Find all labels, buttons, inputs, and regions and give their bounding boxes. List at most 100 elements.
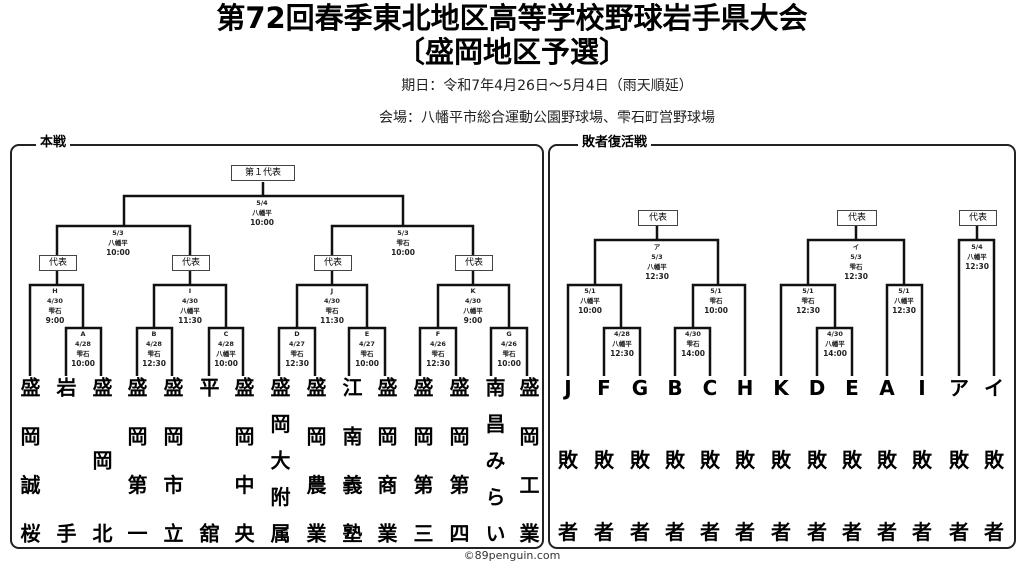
loser-slot: J 敗者 xyxy=(553,377,583,543)
loser-suffix-char: 敗 xyxy=(630,448,650,472)
loser-match-letter: I xyxy=(918,376,926,400)
bracket-line xyxy=(815,326,854,376)
match-date: 5/1 xyxy=(584,287,596,295)
match-venue: 雫石 xyxy=(48,307,62,315)
representative-box: 代表 xyxy=(638,210,678,226)
match-venue: 雫石 xyxy=(801,297,815,305)
match-letter: E xyxy=(364,330,370,338)
loser-suffix-char: 敗 xyxy=(807,448,827,472)
match-venue: 雫石 xyxy=(290,350,304,358)
match-venue: 雫石 xyxy=(431,350,445,358)
match-venue: 雫石 xyxy=(325,307,339,315)
match-letter: A xyxy=(80,330,86,338)
loser-suffix-char: 者 xyxy=(842,520,862,544)
copyright-footer: ©89penguin.com xyxy=(463,549,561,562)
match-time: 14:00 xyxy=(823,349,847,358)
match-date: 4/26 xyxy=(430,340,446,348)
representative-box: 代表 xyxy=(837,210,877,226)
match-date: 4/26 xyxy=(501,340,517,348)
match-date: 4/28 xyxy=(218,340,234,348)
match-venue: 八幡平 xyxy=(463,307,483,315)
loser-match-letter: J xyxy=(564,376,572,400)
loser-match-letter: G xyxy=(631,376,649,400)
tournament-dates: 期日：令和7年4月26日～5月4日（雨天順延） xyxy=(401,78,693,94)
match-date: 4/30 xyxy=(182,297,198,305)
match-date: 5/1 xyxy=(898,287,910,295)
loser-match-letter: F xyxy=(597,376,611,400)
match-date: 4/30 xyxy=(465,297,481,305)
loser-match-letter: C xyxy=(702,376,718,400)
match-date: 5/4 xyxy=(971,243,983,251)
team-name: 盛岡第三 xyxy=(410,377,434,543)
loser-suffix-char: 者 xyxy=(771,520,791,544)
match-letter: ア xyxy=(653,243,661,251)
team-name: 盛岡工業 xyxy=(516,377,540,543)
team-name: 岩手 xyxy=(53,377,77,543)
match-date: 5/3 xyxy=(850,253,862,261)
match-time: 12:30 xyxy=(892,306,916,315)
match-date: 5/1 xyxy=(802,287,814,295)
loser-suffix-char: 者 xyxy=(877,520,897,544)
repechage-bracket-title: 敗者復活戦 xyxy=(578,135,652,151)
loser-suffix-char: 者 xyxy=(984,520,1004,544)
loser-suffix-char: 者 xyxy=(665,520,685,544)
loser-slot: ア敗者 xyxy=(944,377,974,543)
match-venue: 八幡平 xyxy=(647,263,667,271)
representative-box: 代表 xyxy=(959,210,997,226)
team-name: 盛岡農業 xyxy=(303,377,327,543)
loser-suffix-char: 敗 xyxy=(912,448,932,472)
match-time: 9:00 xyxy=(45,316,65,325)
match-time: 10:00 xyxy=(214,359,238,368)
representative-box: 代表 xyxy=(39,255,77,271)
match-date: 4/28 xyxy=(614,330,630,338)
loser-match-letter: ア xyxy=(949,376,969,400)
match-time: 10:00 xyxy=(71,359,95,368)
loser-suffix-char: 敗 xyxy=(558,448,578,472)
loser-suffix-char: 者 xyxy=(558,520,578,544)
match-date: 4/28 xyxy=(146,340,162,348)
loser-suffix-char: 敗 xyxy=(771,448,791,472)
match-venue: 雫石 xyxy=(360,350,374,358)
match-time: 12:30 xyxy=(142,359,166,368)
bracket-line xyxy=(602,326,642,376)
loser-suffix-char: 敗 xyxy=(735,448,755,472)
bracket-line xyxy=(806,225,906,285)
match-date: 4/27 xyxy=(359,340,375,348)
bracket-line xyxy=(957,225,996,376)
match-date: 4/30 xyxy=(827,330,843,338)
match-date: 5/4 xyxy=(256,199,268,207)
team-name: 平舘 xyxy=(196,377,220,543)
main-bracket-panel xyxy=(10,144,544,549)
loser-slot: イ敗者 xyxy=(979,377,1009,543)
loser-match-letter: H xyxy=(736,376,754,400)
match-time: 12:30 xyxy=(796,306,820,315)
team-name: 盛岡中央 xyxy=(231,377,255,543)
match-time: 12:30 xyxy=(645,272,669,281)
representative-box: 代表 xyxy=(455,255,493,271)
repechage-bracket-panel xyxy=(548,144,1016,549)
loser-suffix-char: 者 xyxy=(594,520,614,544)
first-representative-box: 第１代表 xyxy=(231,165,295,181)
loser-suffix-char: 者 xyxy=(949,520,969,544)
match-time: 11:30 xyxy=(178,316,202,325)
match-letter: C xyxy=(223,330,229,338)
loser-suffix-char: 者 xyxy=(700,520,720,544)
match-time: 14:00 xyxy=(681,349,705,358)
match-venue: 雫石 xyxy=(396,239,410,247)
match-date: 5/3 xyxy=(397,229,409,237)
match-letter: F xyxy=(435,330,441,338)
match-venue: 雫石 xyxy=(849,263,863,271)
